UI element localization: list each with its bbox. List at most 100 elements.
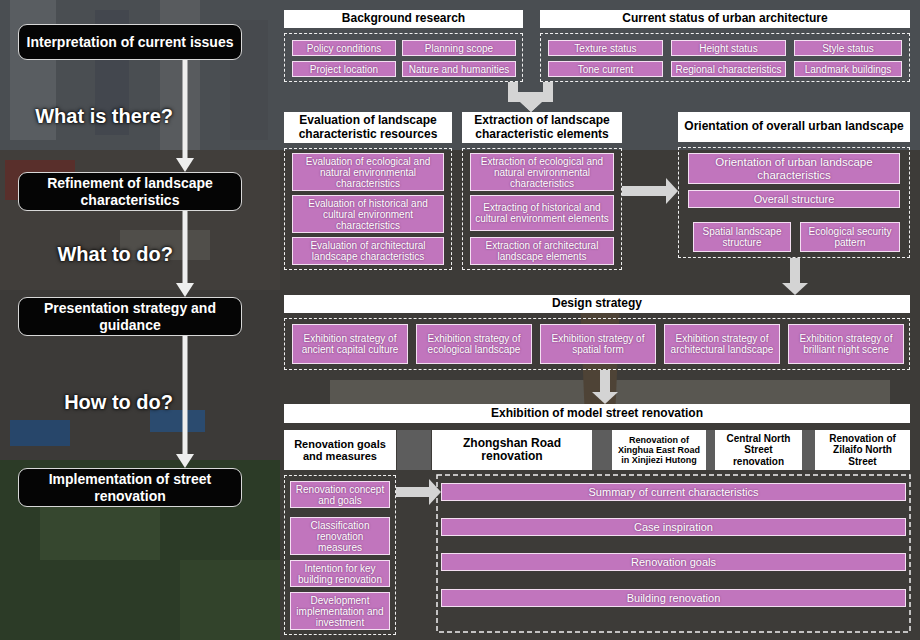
box-label: Refinement of landscape characteristics xyxy=(25,175,235,207)
feature-box: Ecological security pattern xyxy=(800,222,900,252)
flow-arrow xyxy=(622,186,666,196)
box-label: Orientation of urban landscape character… xyxy=(692,156,896,181)
box-label: Intention for key building renovation xyxy=(294,563,386,585)
box-label: Overall structure xyxy=(754,193,835,205)
feature-box: Extracting of historical and cultural en… xyxy=(470,195,614,231)
panel-group: Current status of urban architectureText… xyxy=(540,10,910,82)
box-label: Extraction of ecological and natural env… xyxy=(474,156,610,189)
feature-box: Regional characteristics xyxy=(671,61,786,77)
box-label: Project location xyxy=(310,64,378,75)
box-label: Style status xyxy=(822,43,874,54)
panel-header: Evaluation of landscape characteristic r… xyxy=(284,112,452,143)
street-header: Renovation of Zilaifo North Street xyxy=(815,430,910,470)
panel-group: Design strategyExhibition strategy of an… xyxy=(284,295,910,370)
feature-box: Overall structure xyxy=(688,190,900,208)
panel-title: Renovation goals and measures xyxy=(288,438,392,463)
box-label: Regional characteristics xyxy=(675,64,781,75)
feature-box: Evaluation of historical and cultural en… xyxy=(292,195,444,233)
question-label: What is there? xyxy=(35,105,173,128)
stage-pill: Presentation strategy and guidance xyxy=(18,297,242,336)
feature-box: Nature and humanities xyxy=(402,61,516,77)
box-label: Evaluation of historical and cultural en… xyxy=(296,198,440,231)
box-label: Development implementation and investmen… xyxy=(294,595,386,628)
box-label: Planning scope xyxy=(425,43,493,54)
panel-title: Evaluation of landscape characteristic r… xyxy=(288,114,448,141)
flow-arrow xyxy=(183,336,188,454)
box-label: Nature and humanities xyxy=(409,64,510,75)
box-label: Implementation of street renovation xyxy=(25,471,235,503)
feature-box: Extraction of architectural landscape el… xyxy=(470,237,614,265)
panel-group: Renovation goals and measuresRenovation … xyxy=(284,430,396,635)
flow-arrow xyxy=(396,487,429,497)
panel-title: Exhibition of model street renovation xyxy=(491,407,703,420)
box-label: Exhibition strategy of architectural lan… xyxy=(668,333,776,355)
feature-box: Renovation goals xyxy=(441,553,906,571)
box-label: Renovation goals xyxy=(631,556,716,568)
feature-box: Spatial landscape structure xyxy=(693,222,791,252)
box-label: Presentation strategy and guidance xyxy=(25,300,235,332)
box-label: Spatial landscape structure xyxy=(697,226,787,248)
separator-block xyxy=(592,430,612,470)
feature-box: Building renovation xyxy=(441,589,906,607)
panel-title: Extraction of landscape characteristic e… xyxy=(466,114,618,141)
box-label: Central North Street renovation xyxy=(718,433,799,467)
feature-box: Development implementation and investmen… xyxy=(290,592,390,630)
feature-box: Project location xyxy=(292,61,396,77)
box-label: Policy conditions xyxy=(307,43,381,54)
feature-box: Extraction of ecological and natural env… xyxy=(470,153,614,191)
box-label: Renovation of Xinghua East Road in Xinji… xyxy=(615,435,703,465)
feature-box: Tone current xyxy=(548,61,663,77)
panel-header: Exhibition of model street renovation xyxy=(284,404,910,423)
panel-group: Exhibition of model street renovationRen… xyxy=(284,404,910,637)
flow-arrow xyxy=(531,82,548,100)
box-label: Summary of current characteristics xyxy=(589,486,759,498)
separator-block xyxy=(802,430,815,470)
stage-pill: Refinement of landscape characteristics xyxy=(18,172,242,211)
dashed-frame xyxy=(437,475,910,632)
box-label: Exhibition strategy of ancient capital c… xyxy=(296,333,404,355)
box-label: Renovation concept and goals xyxy=(294,484,386,506)
box-label: Extracting of historical and cultural en… xyxy=(474,202,610,224)
box-label: Ecological security pattern xyxy=(804,226,896,248)
box-label: Exhibition strategy of spatial form xyxy=(544,333,652,355)
feature-box: Planning scope xyxy=(402,40,516,56)
box-label: Tone current xyxy=(578,64,634,75)
box-label: Evaluation of ecological and natural env… xyxy=(296,156,440,189)
panel-group: Background researchPolicy conditions Plan… xyxy=(284,10,523,82)
panel-title: Background research xyxy=(342,12,465,25)
feature-box: Style status xyxy=(794,40,902,56)
box-label: Case inspiration xyxy=(634,521,713,533)
feature-box: Height status xyxy=(671,40,786,56)
panel-title: Design strategy xyxy=(552,297,642,310)
panel-header: Extraction of landscape characteristic e… xyxy=(462,112,622,143)
box-label: Building renovation xyxy=(627,592,721,604)
street-header: Renovation of Xinghua East Road in Xinji… xyxy=(612,430,706,470)
panel-group: Extraction of landscape characteristic e… xyxy=(462,112,622,270)
flow-arrow xyxy=(600,370,610,392)
panel-title: Current status of urban architecture xyxy=(622,12,827,25)
stage-pill: Interpretation of current issues xyxy=(18,24,242,60)
separator-block xyxy=(397,430,431,470)
panel-group: Evaluation of landscape characteristic r… xyxy=(284,112,452,270)
feature-box: Exhibition strategy of brilliant night s… xyxy=(788,324,904,364)
stage-pill: Implementation of street renovation xyxy=(18,468,242,507)
panel-header: Design strategy xyxy=(284,295,910,313)
feature-box: Texture status xyxy=(548,40,663,56)
panel-header: Current status of urban architecture xyxy=(540,10,910,28)
box-label: Renovation of Zilaifo North Street xyxy=(818,433,907,467)
panel-title: Orientation of overall urban landscape xyxy=(684,120,903,133)
box-label: Exhibition strategy of brilliant night s… xyxy=(792,333,900,355)
feature-box: Case inspiration xyxy=(441,518,906,536)
panel-header: Background research xyxy=(284,10,523,28)
panel-header: Renovation goals and measures xyxy=(284,430,396,470)
feature-box: Exhibition strategy of ancient capital c… xyxy=(292,324,408,364)
feature-box: Intention for key building renovation xyxy=(290,560,390,587)
box-label: Zhongshan Road renovation xyxy=(435,437,589,464)
box-label: Evaluation of architectural landscape ch… xyxy=(296,240,440,262)
feature-box: Exhibition strategy of architectural lan… xyxy=(664,324,780,364)
box-label: Exhibition strategy of ecological landsc… xyxy=(420,333,528,355)
panel-group: Orientation of overall urban landscapeOr… xyxy=(678,112,910,258)
box-label: Landmark buildings xyxy=(805,64,892,75)
